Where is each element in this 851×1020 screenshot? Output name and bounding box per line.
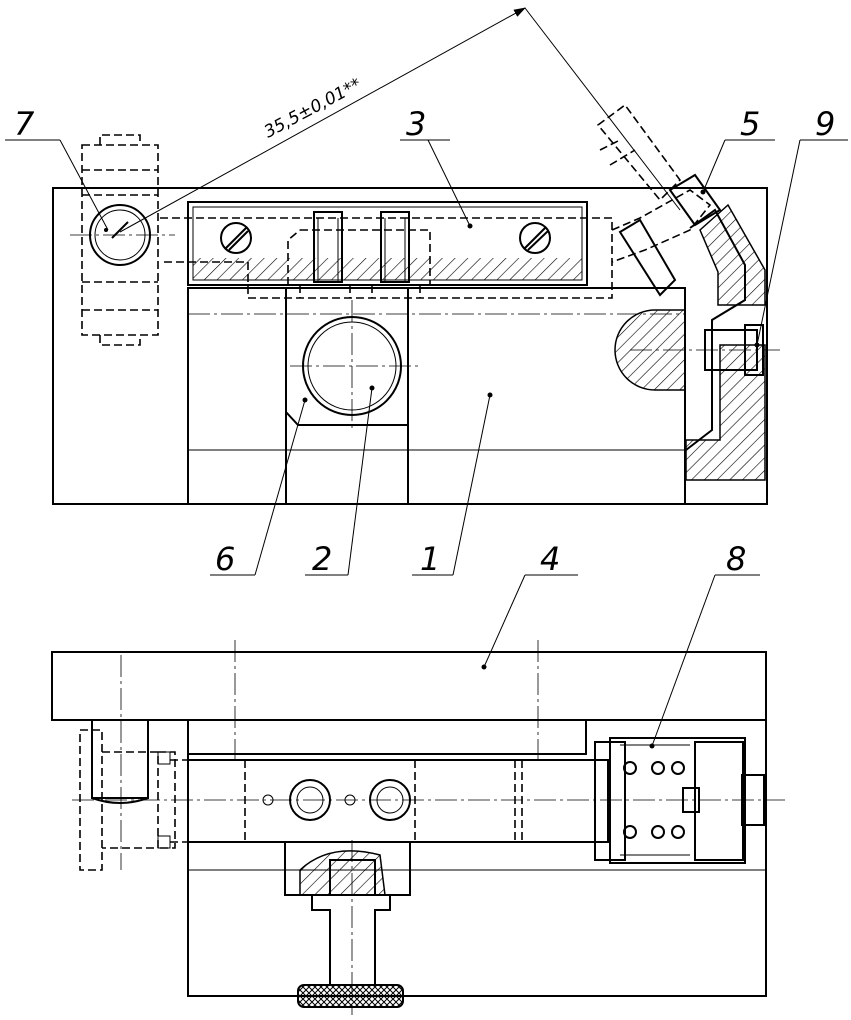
dimension-text: 35,5±0,01** xyxy=(261,75,365,143)
indicator-dashed xyxy=(81,144,159,336)
inner-block xyxy=(187,287,686,505)
bar-part3 xyxy=(187,201,588,286)
dimension-line xyxy=(119,7,526,233)
tilt-clamp xyxy=(699,203,766,306)
plate-part4 xyxy=(51,651,767,721)
label-2: 2 xyxy=(312,540,332,578)
knob-housing xyxy=(284,841,411,896)
label-6: 6 xyxy=(215,540,235,578)
label-1: 1 xyxy=(420,540,440,578)
knurled-knob[interactable] xyxy=(297,984,404,1008)
label-9: 9 xyxy=(815,105,835,143)
label-5: 5 xyxy=(740,105,760,143)
screw-left xyxy=(220,222,252,254)
top-view: 35,5±0,01** xyxy=(52,7,780,505)
square-holder xyxy=(285,287,409,426)
bottom-view xyxy=(51,640,785,1015)
label-4: 4 xyxy=(540,540,560,578)
callouts: 7 3 5 9 6 2 1 4 8 xyxy=(5,105,848,747)
slide-bar xyxy=(187,759,609,843)
label-8: 8 xyxy=(726,540,746,578)
carriage-dashed xyxy=(160,217,613,299)
label-3: 3 xyxy=(406,105,426,143)
screw-right xyxy=(519,222,551,254)
clamp-part8 xyxy=(609,737,746,864)
indicator-bottom xyxy=(79,729,103,871)
label-7: 7 xyxy=(14,105,35,143)
